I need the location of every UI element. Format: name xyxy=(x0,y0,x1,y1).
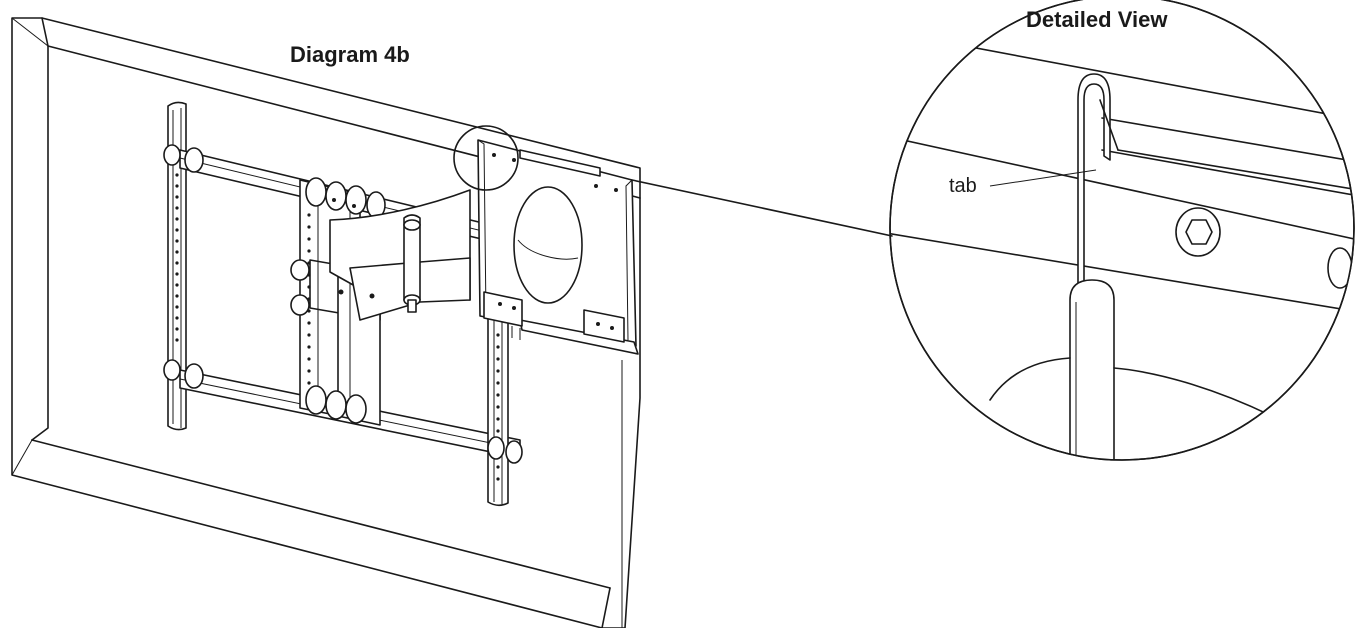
rail-hole xyxy=(496,357,500,361)
rail-hole xyxy=(496,333,500,337)
rail-hole xyxy=(496,477,500,481)
rail-hole xyxy=(175,228,179,232)
rail-hole xyxy=(496,417,500,421)
rail-hole xyxy=(496,381,500,385)
rail-hole xyxy=(175,261,179,265)
rail-hole xyxy=(496,405,500,409)
rail-hole xyxy=(307,321,311,325)
rail-hole xyxy=(175,239,179,243)
rail-hole xyxy=(307,345,311,349)
rail-hole xyxy=(307,333,311,337)
rail-hole xyxy=(307,357,311,361)
rail-hole xyxy=(496,369,500,373)
tab-label: tab xyxy=(949,175,977,197)
swing-arm-assembly xyxy=(290,177,471,426)
rail-hole xyxy=(175,327,179,331)
rail-hole xyxy=(175,338,179,342)
rail-hole xyxy=(175,250,179,254)
rail-hole xyxy=(307,213,311,217)
rail-hole xyxy=(307,381,311,385)
rail-hole xyxy=(307,369,311,373)
rail-hole xyxy=(307,285,311,289)
rail-hole xyxy=(496,345,500,349)
diagram-title: Diagram 4b xyxy=(290,42,410,67)
rail-hole xyxy=(175,283,179,287)
rail-hole xyxy=(175,173,179,177)
rail-hole xyxy=(496,429,500,433)
rail-hole xyxy=(175,217,179,221)
left-rail-knobs xyxy=(163,144,204,389)
rail-hole xyxy=(175,206,179,210)
rail-hole xyxy=(175,305,179,309)
tab-leader-line xyxy=(989,169,1097,187)
rail-hole xyxy=(307,261,311,265)
rail-hole xyxy=(175,272,179,276)
detail-callout-circle xyxy=(453,125,519,191)
rail-hole xyxy=(175,184,179,188)
rail-hole xyxy=(307,249,311,253)
wall-panel xyxy=(11,17,641,628)
magnified-detail-view xyxy=(889,0,1355,461)
tv-mounting-plate xyxy=(477,139,639,355)
detail-view-title: Detailed View xyxy=(1026,7,1168,32)
rail-hole xyxy=(175,195,179,199)
rail-hole xyxy=(175,316,179,320)
detail-leader-line xyxy=(631,179,893,237)
rail-hole xyxy=(496,465,500,469)
rail-hole xyxy=(175,294,179,298)
rail-hole xyxy=(496,393,500,397)
rail-hole xyxy=(307,225,311,229)
rail-hole xyxy=(307,237,311,241)
